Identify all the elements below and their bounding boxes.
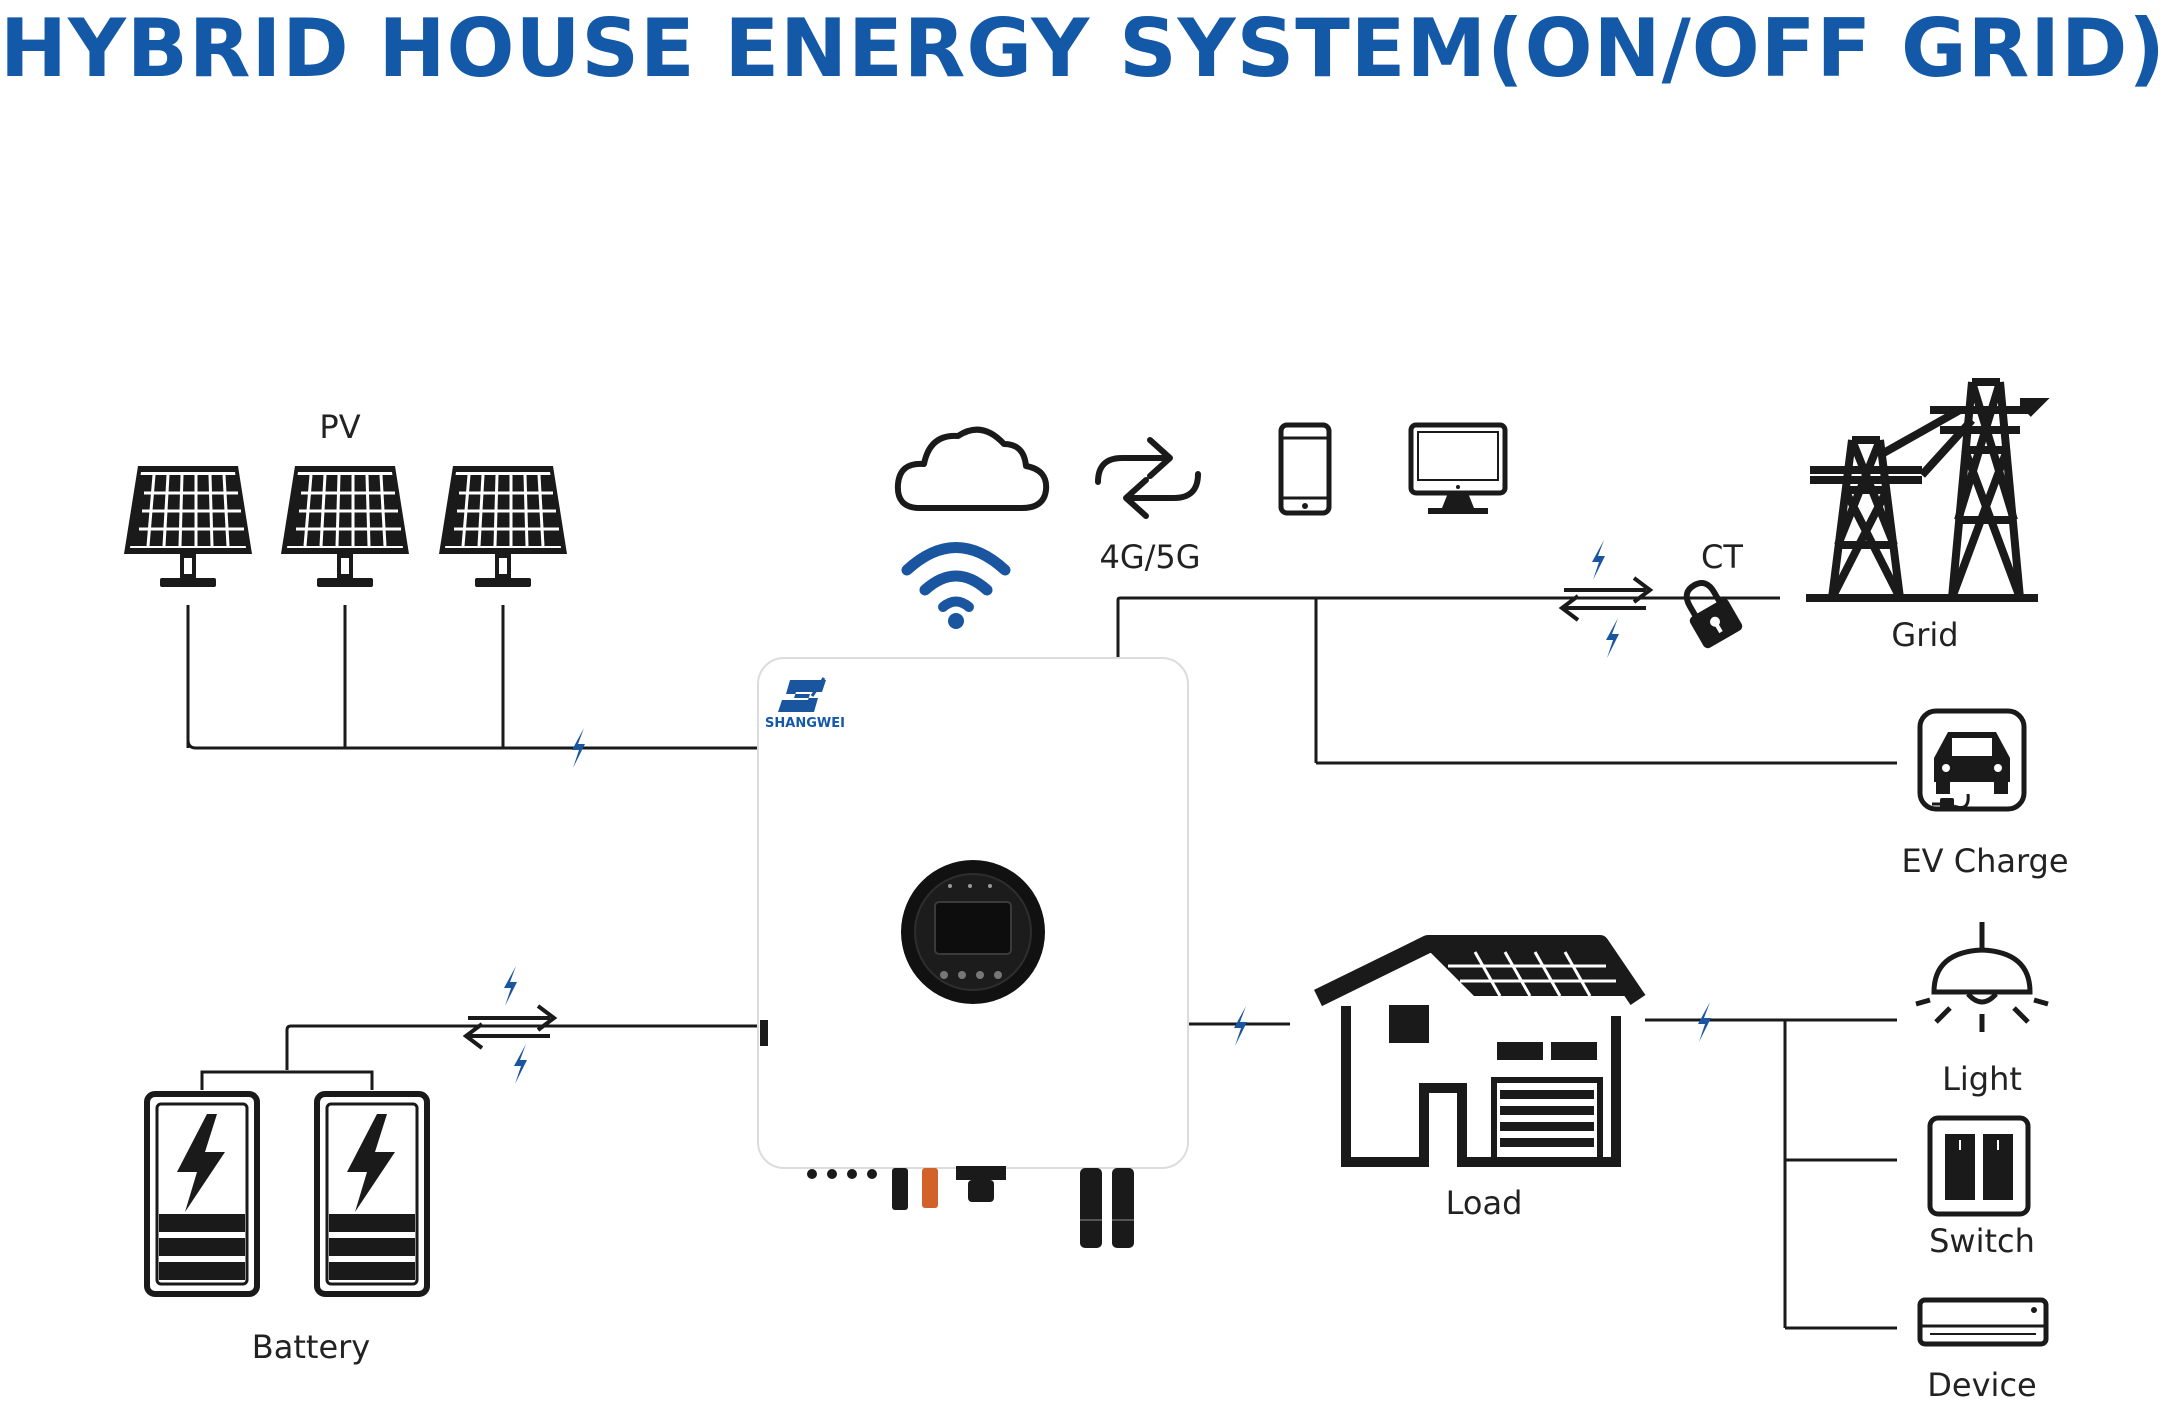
light-bulb-icon [1915,922,2049,1032]
battery-label: Battery [252,1328,370,1366]
sync-arrows-icon [1095,437,1201,519]
light-label: Light [1942,1060,2022,1098]
battery-1 [147,1094,257,1294]
solar-panel-1 [122,464,254,589]
switch-icon [1927,1115,2031,1217]
inverter-display [901,860,1045,1004]
solar-panel-icon [437,464,569,589]
power-tower-icon [1806,378,2050,602]
air-conditioner-icon [1917,1297,2049,1347]
solar-panel-icon [122,464,254,589]
network-label: 4G/5G [1099,538,1200,576]
solar-panel-3 [437,464,569,589]
inverter-logo: SHANGWEI [765,677,845,731]
cloud-icon [894,426,1050,511]
page-title: HYBRID HOUSE ENERGY SYSTEM(ON/OFF GRID) [0,2,2164,95]
ev-charge-label: EV Charge [1901,842,2068,880]
solar-panel-2 [279,464,411,589]
house-icon [1314,935,1646,1167]
lightning-icon [1698,1002,1711,1042]
lock-icon [1683,580,1743,649]
battery-icon [147,1094,257,1294]
solar-panel-icon [279,464,411,589]
brand-label: SHANGWEI [765,716,845,731]
inverter: SHANGWEI [757,657,1189,1248]
ev-car-icon [1917,708,2027,812]
wifi-icon [901,542,1011,629]
inverter-terminals [807,1166,1134,1248]
grid-label: Grid [1891,616,1958,654]
load-label: Load [1446,1184,1523,1222]
phone-icon [1278,422,1332,516]
pv-label: PV [319,408,360,446]
ct-label: CT [1701,538,1743,576]
device-label: Device [1927,1366,2036,1404]
battery-icon [317,1094,427,1294]
switch-label: Switch [1929,1222,2035,1260]
lightning-icon [1234,1006,1247,1046]
monitor-icon [1408,422,1508,514]
battery-2 [317,1094,427,1294]
